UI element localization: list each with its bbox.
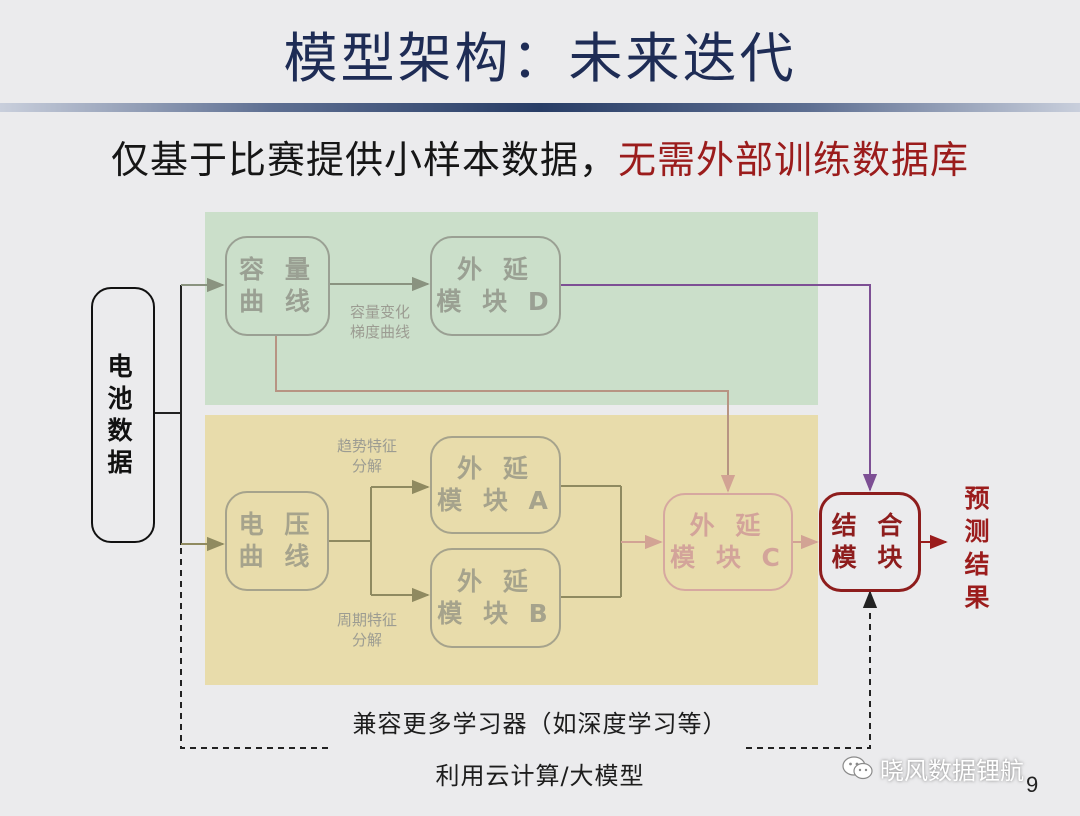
prediction-result: 预 测 结 果 bbox=[964, 484, 990, 612]
trend-decomposition-label: 趋势特征 分解 bbox=[336, 437, 397, 475]
slide-subtitle: 仅基于比赛提供小样本数据，无需外部训练数据库 bbox=[0, 132, 1080, 188]
title-divider bbox=[0, 103, 1080, 112]
combination-module: 结 合 模 块 bbox=[819, 492, 921, 592]
page-number: 9 bbox=[1026, 772, 1039, 797]
watermark-text: 晓风数据锂航 bbox=[880, 756, 1024, 785]
capacity-curve-node: 容 量 曲 线 bbox=[225, 236, 330, 336]
cycle-decomposition-label: 周期特征 分解 bbox=[336, 611, 397, 649]
wechat-watermark: 晓风数据锂航 bbox=[842, 748, 1024, 788]
extrapolation-module-b: 外 延 模 块 B bbox=[430, 548, 561, 648]
capacity-gradient-label: 容量变化 梯度曲线 bbox=[349, 303, 410, 341]
battery-branch-line bbox=[154, 285, 182, 545]
extrapolation-module-a: 外 延 模 块 A bbox=[430, 436, 561, 534]
wechat-logo-icon bbox=[842, 755, 874, 781]
arrow-d-to-combine bbox=[560, 284, 878, 492]
extrapolation-module-d: 外 延 模 块 D bbox=[430, 236, 561, 336]
voltage-curve-node: 电 压 曲 线 bbox=[225, 491, 329, 591]
ab-merge-line bbox=[560, 485, 622, 598]
subtitle-main: 仅基于比赛提供小样本数据， bbox=[110, 138, 618, 182]
dashed-right-path bbox=[746, 590, 878, 749]
subtitle-highlight: 无需外部训练数据库 bbox=[618, 138, 970, 182]
voltage-region bbox=[205, 415, 818, 685]
battery-data-node: 电 池 数 据 bbox=[91, 287, 155, 543]
cloud-computing-note: 利用云计算/大模型 bbox=[435, 762, 645, 790]
extrapolation-module-c: 外 延 模 块 C bbox=[663, 493, 793, 591]
arrow-capacity-to-c bbox=[275, 336, 736, 493]
capacity-region bbox=[205, 212, 818, 405]
slide-title: 模型架构：未来迭代 bbox=[283, 27, 797, 90]
more-learners-note: 兼容更多学习器（如深度学习等） bbox=[352, 710, 728, 738]
voltage-split-line bbox=[329, 487, 372, 595]
dashed-left-path bbox=[180, 548, 330, 749]
